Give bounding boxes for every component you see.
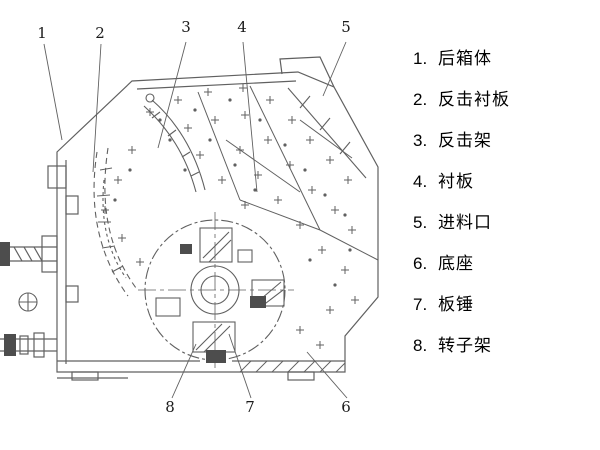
tension-rod	[0, 332, 57, 358]
legend-label: 底座	[438, 254, 474, 273]
rivet-dots	[113, 98, 352, 287]
housing-outline	[47, 56, 379, 381]
blow-bars	[180, 244, 266, 363]
legend-num: 3.	[413, 131, 428, 150]
legend-item-6: 6. 底座	[413, 249, 510, 274]
legend-num: 7.	[413, 295, 428, 314]
callout-8: 8	[165, 398, 175, 416]
legend-item-5: 5. 进料口	[413, 208, 510, 233]
legend-label: 反击架	[438, 131, 492, 150]
legend-num: 6.	[413, 254, 428, 273]
impact-liner-teeth	[96, 167, 124, 273]
legend: 1. 后箱体 2. 反击衬板 3. 反击架 4. 衬板 5. 进料口 6. 底座…	[413, 44, 510, 356]
legend-label: 衬板	[438, 172, 474, 191]
legend-label: 反击衬板	[438, 90, 510, 109]
callout-4: 4	[237, 18, 247, 36]
liner-plate-panels	[197, 85, 379, 261]
legend-label: 后箱体	[438, 49, 492, 68]
drive-shaft	[0, 235, 58, 273]
legend-num: 1.	[413, 49, 428, 68]
impact-frame	[143, 93, 206, 193]
callout-6: 6	[341, 398, 351, 416]
callout-2: 2	[95, 24, 105, 42]
legend-num: 8.	[413, 336, 428, 355]
legend-item-1: 1. 后箱体	[413, 44, 510, 69]
legend-label: 进料口	[438, 213, 492, 232]
legend-num: 5.	[413, 213, 428, 232]
callout-5: 5	[341, 18, 351, 36]
bolt-circle	[18, 292, 38, 312]
callout-7: 7	[245, 398, 255, 416]
callout-3: 3	[181, 18, 191, 36]
legend-label: 板锤	[438, 295, 474, 314]
base-hatch	[239, 360, 346, 373]
legend-label: 转子架	[438, 336, 492, 355]
legend-num: 2.	[413, 90, 428, 109]
impact-liner	[93, 147, 137, 297]
feed-inlet	[287, 87, 367, 179]
legend-item-3: 3. 反击架	[413, 126, 510, 151]
legend-item-4: 4. 衬板	[413, 167, 510, 192]
legend-num: 4.	[413, 172, 428, 191]
legend-item-8: 8. 转子架	[413, 331, 510, 356]
rotor-assembly	[138, 212, 294, 368]
callout-1: 1	[37, 24, 47, 42]
legend-item-2: 2. 反击衬板	[413, 85, 510, 110]
legend-item-7: 7. 板锤	[413, 290, 510, 315]
leader-lines	[43, 41, 348, 399]
